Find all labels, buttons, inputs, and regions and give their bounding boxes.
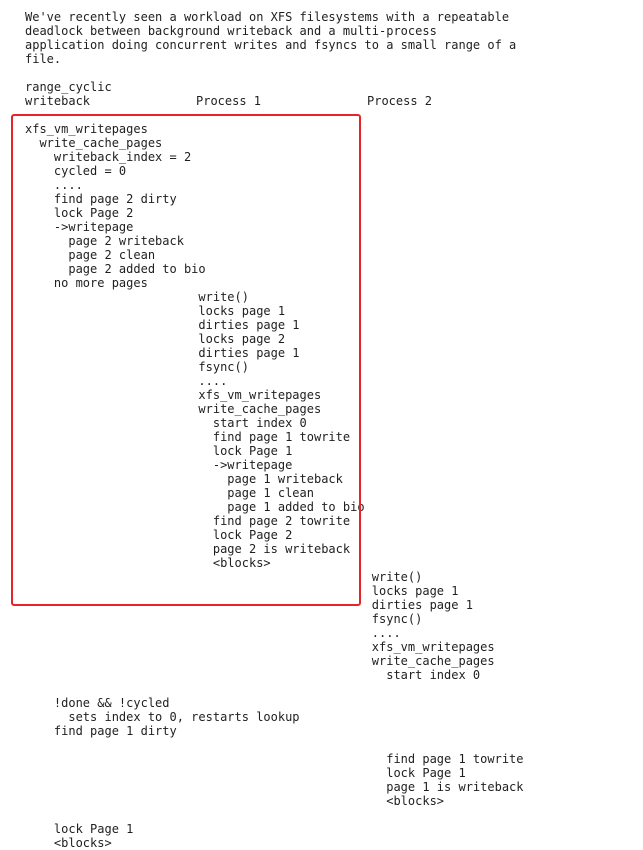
timeline-line: lock Page 1 (25, 766, 466, 780)
timeline-line: no more pages (25, 276, 148, 290)
timeline-line: <blocks> (25, 794, 445, 808)
timeline-line: write_cache_pages (25, 136, 163, 150)
timeline-line: find page 2 towrite (25, 514, 351, 528)
timeline-line: locks page 2 (25, 332, 286, 346)
timeline-line: page 2 is writeback (25, 542, 351, 556)
highlight-box (11, 114, 361, 606)
timeline-line: write() (25, 570, 423, 584)
timeline-line: writeback_index = 2 (25, 150, 192, 164)
timeline-line: page 2 clean (25, 248, 156, 262)
intro-line: application doing concurrent writes and … (25, 38, 517, 52)
timeline-line: page 2 added to bio (25, 262, 206, 276)
writeback-header-line1: range_cyclic (25, 80, 112, 94)
timeline-line: lock Page 1 (25, 822, 134, 836)
timeline-line: lock Page 2 (25, 206, 134, 220)
timeline-line: .... (25, 178, 83, 192)
timeline-line: lock Page 2 (25, 528, 293, 542)
timeline-line: sets index to 0, restarts lookup (25, 710, 300, 724)
timeline-line: .... (25, 626, 401, 640)
timeline-line: locks page 1 (25, 584, 459, 598)
writeback-header-line2: writeback (25, 94, 91, 108)
intro-line: file. (25, 52, 62, 66)
timeline-line: .... (25, 374, 228, 388)
timeline-line: <blocks> (25, 836, 112, 850)
timeline-line: ->writepage (25, 220, 134, 234)
timeline-line: xfs_vm_writepages (25, 640, 495, 654)
timeline-line: page 1 clean (25, 486, 314, 500)
timeline-line: !done && !cycled (25, 696, 170, 710)
timeline-line: start index 0 (25, 416, 307, 430)
timeline-line: xfs_vm_writepages (25, 388, 322, 402)
timeline-line: write_cache_pages (25, 402, 322, 416)
timeline-line: write() (25, 290, 249, 304)
timeline-line: find page 2 dirty (25, 192, 177, 206)
timeline-line: page 1 writeback (25, 472, 343, 486)
timeline-line: find page 1 dirty (25, 724, 177, 738)
timeline-line: find page 1 towrite (25, 752, 524, 766)
timeline-line: <blocks> (25, 556, 271, 570)
timeline-line: page 1 is writeback (25, 780, 524, 794)
timeline-line: dirties page 1 (25, 318, 300, 332)
timeline-line: dirties page 1 (25, 598, 473, 612)
timeline-line: write_cache_pages (25, 654, 495, 668)
timeline-line: find page 1 towrite (25, 430, 351, 444)
timeline-line: ->writepage (25, 458, 293, 472)
timeline-line: start index 0 (25, 668, 481, 682)
timeline-line: cycled = 0 (25, 164, 127, 178)
intro-line: deadlock between background writeback an… (25, 24, 437, 38)
timeline-line: fsync() (25, 612, 423, 626)
process1-header: Process 1 (196, 94, 262, 108)
timeline-line: page 2 writeback (25, 234, 184, 248)
process2-header: Process 2 (367, 94, 433, 108)
intro-line: We've recently seen a workload on XFS fi… (25, 10, 510, 24)
timeline-line: dirties page 1 (25, 346, 300, 360)
timeline-line: locks page 1 (25, 304, 286, 318)
timeline-line: xfs_vm_writepages (25, 122, 148, 136)
timeline-line: lock Page 1 (25, 444, 293, 458)
timeline-line: fsync() (25, 360, 249, 374)
